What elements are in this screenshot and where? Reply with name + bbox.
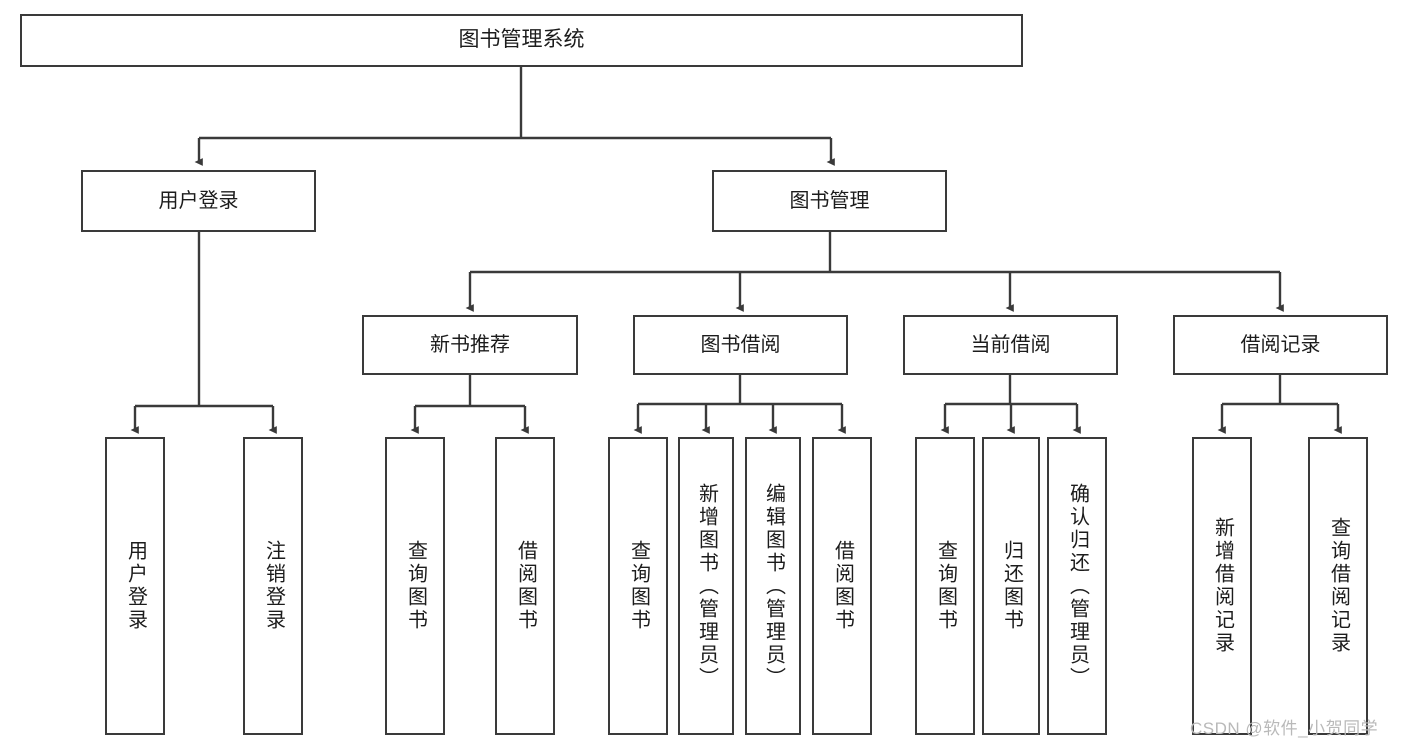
leaf-query-book-1[interactable]: 查询图书 bbox=[385, 437, 445, 735]
node-book-manage-label: 图书管理 bbox=[789, 189, 870, 212]
leaf-confirm-return-label: 确认归还（管理员） bbox=[1066, 482, 1089, 690]
node-new-book-rec[interactable]: 新书推荐 bbox=[362, 315, 578, 375]
leaf-borrow-book-1-label: 借阅图书 bbox=[514, 540, 537, 632]
leaf-confirm-return[interactable]: 确认归还（管理员） bbox=[1047, 437, 1107, 735]
node-user-login-label: 用户登录 bbox=[158, 189, 239, 212]
leaf-query-book-1-label: 查询图书 bbox=[404, 540, 427, 632]
csdn-watermark: CSDN @软件_小贺同学 bbox=[1190, 719, 1379, 738]
leaf-borrow-book-2[interactable]: 借阅图书 bbox=[812, 437, 872, 735]
leaf-return-book[interactable]: 归还图书 bbox=[982, 437, 1040, 735]
leaf-query-book-2-label: 查询图书 bbox=[627, 540, 650, 632]
leaf-query-record-label: 查询借阅记录 bbox=[1327, 517, 1350, 655]
leaf-user-login-label: 用户登录 bbox=[124, 540, 147, 632]
leaf-add-record[interactable]: 新增借阅记录 bbox=[1192, 437, 1252, 735]
leaf-logout-login-label: 注销登录 bbox=[262, 540, 285, 632]
node-book-borrow[interactable]: 图书借阅 bbox=[633, 315, 848, 375]
leaf-query-book-3[interactable]: 查询图书 bbox=[915, 437, 975, 735]
node-root-label: 图书管理系统 bbox=[458, 28, 585, 52]
leaf-query-book-2[interactable]: 查询图书 bbox=[608, 437, 668, 735]
leaf-borrow-book-2-label: 借阅图书 bbox=[831, 540, 854, 632]
node-root[interactable]: 图书管理系统 bbox=[20, 14, 1023, 67]
leaf-return-book-label: 归还图书 bbox=[1000, 540, 1023, 632]
node-user-login[interactable]: 用户登录 bbox=[81, 170, 316, 232]
node-book-borrow-label: 图书借阅 bbox=[700, 333, 781, 356]
leaf-borrow-book-1[interactable]: 借阅图书 bbox=[495, 437, 555, 735]
leaf-query-book-3-label: 查询图书 bbox=[934, 540, 957, 632]
node-new-book-rec-label: 新书推荐 bbox=[430, 333, 510, 356]
leaf-user-login[interactable]: 用户登录 bbox=[105, 437, 165, 735]
leaf-add-record-label: 新增借阅记录 bbox=[1211, 517, 1234, 655]
leaf-query-record[interactable]: 查询借阅记录 bbox=[1308, 437, 1368, 735]
node-borrow-record[interactable]: 借阅记录 bbox=[1173, 315, 1388, 375]
leaf-edit-book[interactable]: 编辑图书（管理员） bbox=[745, 437, 801, 735]
node-current-borrow[interactable]: 当前借阅 bbox=[903, 315, 1118, 375]
leaf-add-book-label: 新增图书（管理员） bbox=[695, 482, 718, 690]
node-borrow-record-label: 借阅记录 bbox=[1240, 333, 1321, 356]
node-book-manage[interactable]: 图书管理 bbox=[712, 170, 947, 232]
leaf-logout-login[interactable]: 注销登录 bbox=[243, 437, 303, 735]
leaf-add-book[interactable]: 新增图书（管理员） bbox=[678, 437, 734, 735]
leaf-edit-book-label: 编辑图书（管理员） bbox=[762, 482, 785, 690]
node-current-borrow-label: 当前借阅 bbox=[970, 333, 1051, 356]
